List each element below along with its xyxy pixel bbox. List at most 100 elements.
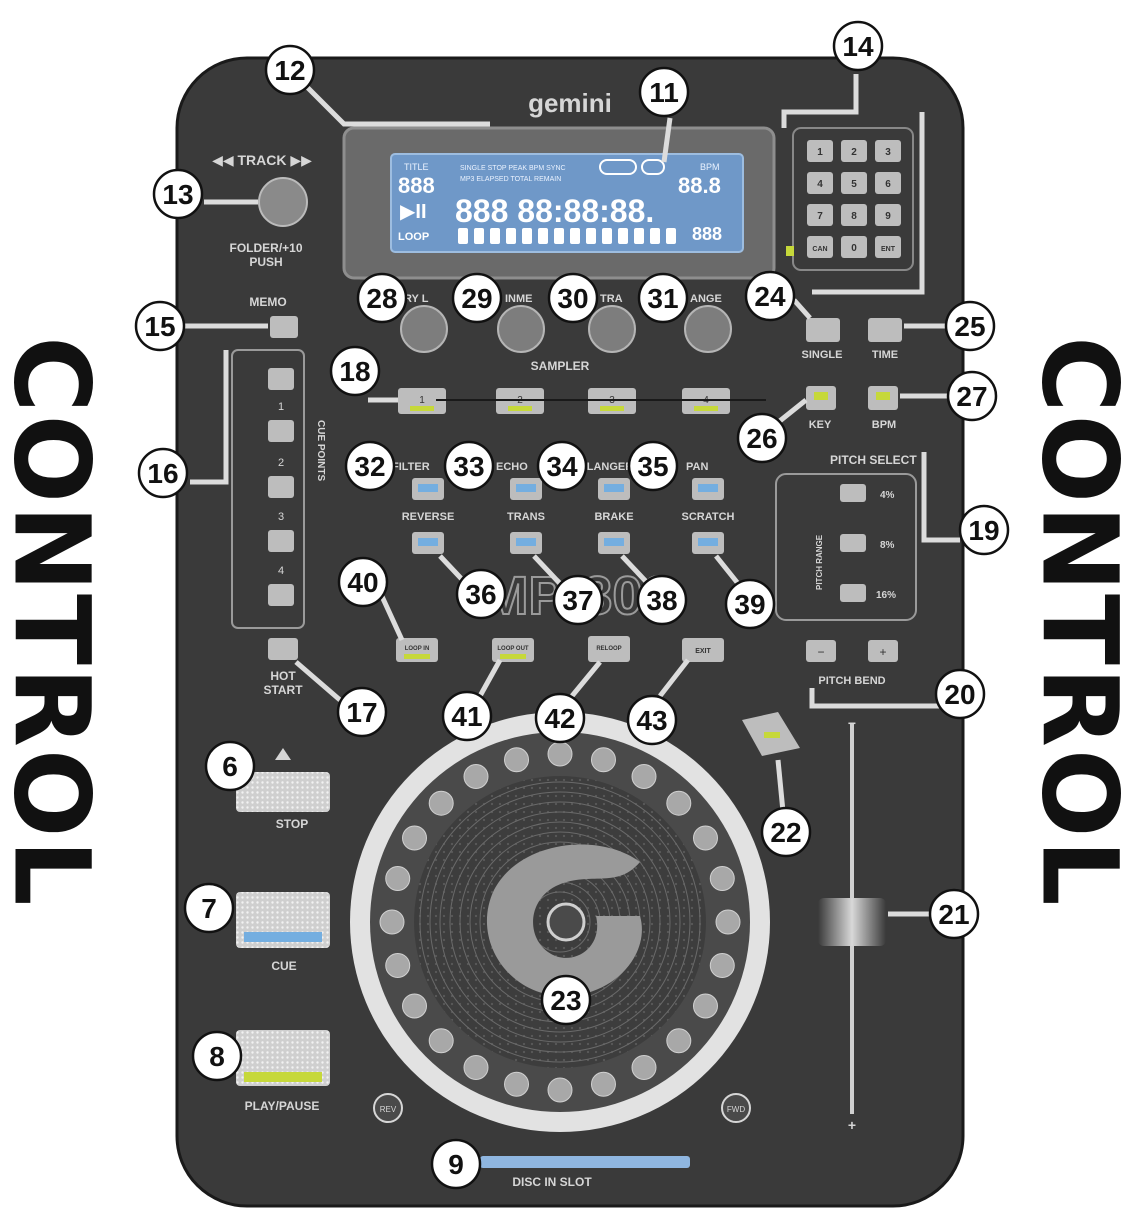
callout-circle (736, 412, 788, 464)
single-button[interactable] (806, 318, 840, 342)
trans-led (516, 538, 536, 546)
pitch-8-button[interactable] (840, 534, 866, 552)
callout-circle (534, 692, 586, 744)
hot-start-label-1: HOT (270, 669, 296, 683)
scratch-led (698, 538, 718, 546)
exit-button[interactable] (682, 638, 724, 662)
keypad-key[interactable] (807, 236, 833, 258)
bpm-led (876, 392, 890, 400)
keypad-key[interactable] (875, 140, 901, 162)
knob-28[interactable] (400, 305, 448, 353)
hot-start-button[interactable] (268, 638, 298, 660)
callout-circle (443, 440, 495, 492)
loop-in-label: LOOP IN (405, 646, 430, 652)
knob-label-30: TRA (600, 293, 623, 305)
knob-29[interactable] (497, 305, 545, 353)
knob-label-29: INME (505, 293, 533, 305)
jog-led (692, 825, 718, 851)
keypad-key-label: 6 (885, 179, 891, 190)
callout-number: 21 (938, 899, 969, 930)
callout-number: 38 (646, 585, 677, 616)
keypad-key[interactable] (841, 172, 867, 194)
sampler-label-1: 1 (419, 395, 425, 406)
lcd-main-digits: 888 88:88:88. (455, 193, 654, 229)
lcd-bpm: 88.8 (678, 173, 721, 198)
keypad-key[interactable] (875, 204, 901, 226)
callouts: 6789111213141516171819202122232425262728… (134, 20, 1010, 1190)
pitch-8-label: 8% (880, 540, 895, 551)
keypad-key[interactable] (875, 236, 901, 258)
cue-point-button-a[interactable] (268, 368, 294, 390)
callout-circle (183, 882, 235, 934)
callout-number: 39 (734, 589, 765, 620)
keypad-key[interactable] (807, 204, 833, 226)
leader-24 (792, 298, 812, 320)
leader-16 (190, 350, 229, 485)
cue-point-button-2[interactable] (268, 476, 294, 498)
jog-led (709, 952, 735, 978)
pitch-bend-minus: − (817, 645, 824, 659)
pitch-bend-plus-button[interactable] (868, 640, 898, 662)
memo-button[interactable] (270, 316, 298, 338)
pitch-fader-knob[interactable] (818, 898, 886, 946)
callout-number: 28 (366, 283, 397, 314)
knob-31[interactable] (684, 305, 732, 353)
gemini-logo-icon (486, 844, 642, 997)
leader-43 (658, 658, 690, 698)
time-button[interactable] (868, 318, 902, 342)
callout-circle (626, 694, 678, 746)
platter-ring (429, 791, 691, 1053)
cue-point-button-1[interactable] (268, 420, 294, 442)
callout-circle (928, 888, 980, 940)
callout-number: 19 (968, 515, 999, 546)
cue-points-label: CUE POINTS (315, 420, 326, 481)
knob-30[interactable] (588, 305, 636, 353)
cue-point-button-4[interactable] (268, 584, 294, 606)
lcd-tempo: 888 (692, 224, 722, 244)
callout-circle (638, 66, 690, 118)
brand-logo: gemini (528, 88, 612, 118)
lcd-screen (390, 153, 744, 253)
lcd-bar (618, 228, 628, 244)
time-label: TIME (872, 349, 898, 361)
callout-circle (627, 440, 679, 492)
pitch-bend-minus-button[interactable] (806, 640, 836, 662)
keypad-key-label: 3 (885, 147, 891, 158)
fwd-button[interactable] (721, 1093, 751, 1123)
keypad-key[interactable] (841, 204, 867, 226)
track-knob[interactable] (258, 177, 308, 227)
leader-40 (377, 590, 405, 642)
jog-led (692, 993, 718, 1019)
rev-button[interactable] (373, 1093, 403, 1123)
disc-slot (480, 1156, 690, 1168)
play-pause-led (244, 1072, 322, 1082)
keypad-key[interactable] (841, 140, 867, 162)
stop-button[interactable] (236, 772, 330, 812)
keypad-key[interactable] (841, 236, 867, 258)
lcd-bar (538, 228, 548, 244)
callout-circle (744, 270, 796, 322)
keypad-key[interactable] (807, 140, 833, 162)
jog-led (631, 1054, 657, 1080)
leader-11 (661, 117, 673, 163)
pitch-select-label: PITCH SELECT (830, 453, 917, 467)
pitch-16-label: 16% (876, 590, 896, 601)
keypad-key[interactable] (875, 172, 901, 194)
callout-circle (540, 974, 592, 1026)
keypad-key-label: 2 (851, 147, 857, 158)
lcd-cd-icon (599, 159, 665, 175)
jog-led (590, 747, 616, 773)
track-label: ◀◀ TRACK ▶▶ (212, 152, 312, 168)
callout-number: 8 (209, 1041, 225, 1072)
reloop-button[interactable] (588, 636, 630, 662)
callout-circle (832, 20, 884, 72)
lcd-bar (458, 228, 468, 244)
keypad-key[interactable] (807, 172, 833, 194)
pitch-4-button[interactable] (840, 484, 866, 502)
cue-point-button-3[interactable] (268, 530, 294, 552)
callout-circle (336, 686, 388, 738)
pitch-fader-plus: + (848, 1117, 856, 1133)
pitch-16-button[interactable] (840, 584, 866, 602)
pitch-bend-label: PITCH BEND (818, 675, 885, 687)
jog-led (385, 866, 411, 892)
